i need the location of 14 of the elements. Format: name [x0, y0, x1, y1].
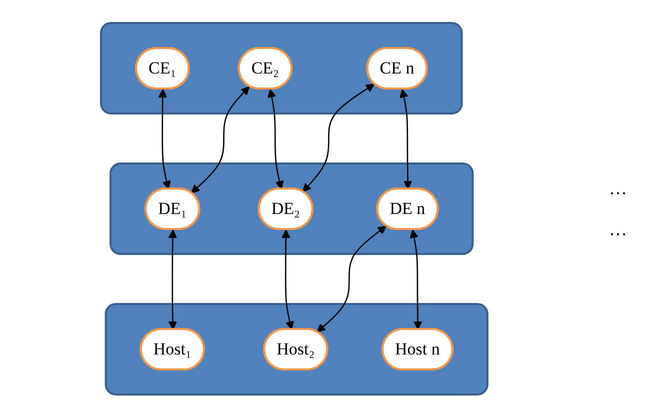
cluster [100, 22, 463, 114]
ellipsis-text: … [609, 218, 627, 240]
arrow [281, 229, 294, 330]
ellipsis-text: … [609, 178, 627, 198]
arrow [399, 88, 412, 190]
arrow [158, 88, 171, 190]
arrow [410, 229, 422, 330]
arrow [316, 226, 386, 332]
cluster [109, 162, 474, 255]
arrow [267, 88, 284, 190]
arrow [302, 84, 374, 192]
arrow [168, 229, 177, 330]
arrow [190, 86, 250, 194]
cluster [104, 302, 488, 396]
